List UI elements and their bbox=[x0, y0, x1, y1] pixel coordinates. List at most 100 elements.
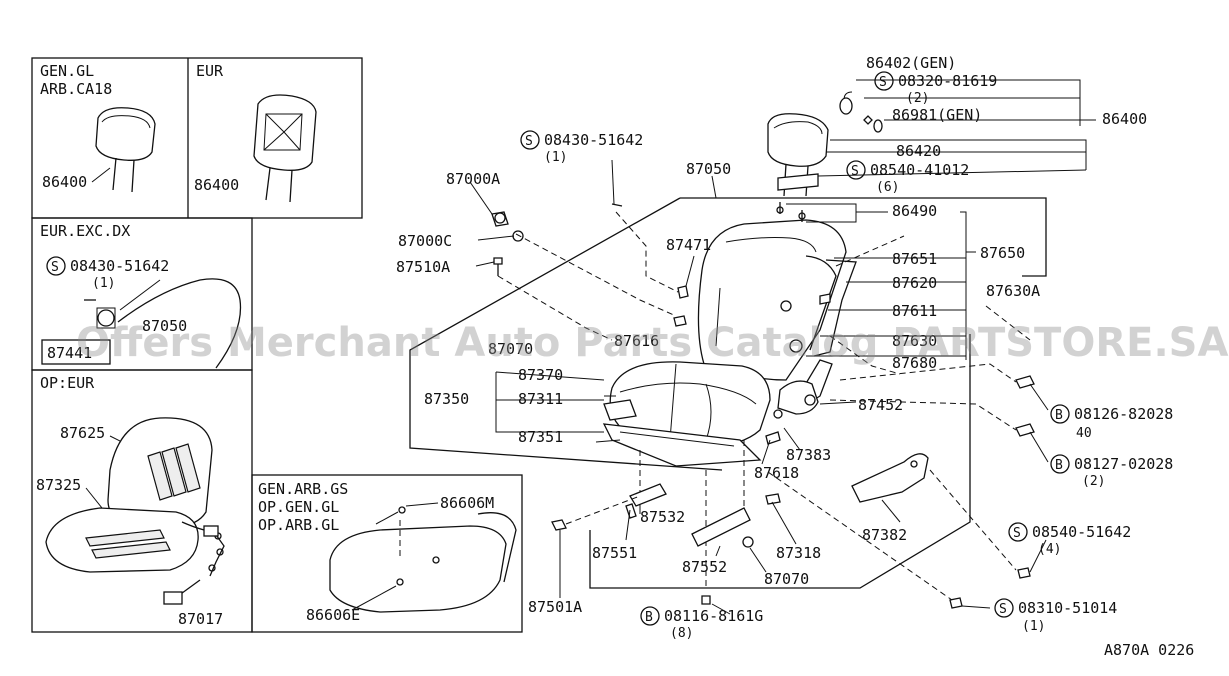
label-87452: 87452 bbox=[858, 396, 903, 414]
label-86981: 86981(GEN) bbox=[892, 106, 982, 124]
leader-gen-gl bbox=[91, 167, 111, 183]
leader-inset-87050 bbox=[119, 279, 161, 311]
label-08310-qty: (1) bbox=[1022, 619, 1045, 634]
footer-code: A870A 0226 bbox=[1104, 641, 1194, 659]
inset-knob bbox=[97, 309, 115, 327]
label-87551: 87551 bbox=[592, 544, 637, 562]
frame-87650-group bbox=[680, 197, 1047, 277]
label-86606e: 86606E bbox=[306, 606, 360, 624]
label-08127: 08127-02028 bbox=[1074, 455, 1173, 473]
label-87680: 87680 bbox=[892, 354, 937, 372]
label-87311: 87311 bbox=[518, 390, 563, 408]
gen-arb-cushion bbox=[329, 525, 507, 613]
main-headrest bbox=[767, 113, 829, 167]
label-08540b-qty: (4) bbox=[1038, 542, 1061, 557]
label-87651: 87651 bbox=[892, 250, 937, 268]
frame-bottom bbox=[589, 334, 971, 589]
label-87000a: 87000A bbox=[446, 170, 500, 188]
inset-eur: EUR 86400 bbox=[194, 62, 317, 203]
hook-87618 bbox=[765, 431, 781, 445]
label-08320-qty: (2) bbox=[906, 91, 929, 106]
gen-arb-bolster bbox=[477, 512, 517, 583]
bolt-08126 bbox=[1015, 375, 1035, 389]
inset-gen-gl: GEN.GL ARB.CA18 86400 bbox=[40, 62, 156, 193]
inset-seatback-outline bbox=[117, 278, 242, 369]
label-08540a: 08540-41012 bbox=[870, 161, 969, 179]
label-87510a: 87510A bbox=[396, 258, 450, 276]
inset-eur-title: EUR bbox=[196, 62, 224, 80]
label-inset-screw: 08430-51642 bbox=[70, 257, 169, 275]
label-08127-qty: (2) bbox=[1082, 474, 1105, 489]
op-heater-strips-seat bbox=[85, 529, 171, 559]
leader-86490 bbox=[786, 203, 857, 223]
label-gen-gl-part: 86400 bbox=[42, 173, 87, 191]
bolt-08127 bbox=[1015, 423, 1035, 437]
label-87382: 87382 bbox=[862, 526, 907, 544]
svg-text:B: B bbox=[1055, 458, 1063, 473]
inset-eur-exc-title: EUR.EXC.DX bbox=[40, 222, 130, 240]
svg-text:S: S bbox=[851, 164, 859, 179]
label-86402: 86402(GEN) bbox=[866, 54, 956, 72]
op-connector bbox=[203, 525, 219, 537]
leader-86420 bbox=[830, 139, 1087, 170]
headrest-guide bbox=[777, 173, 819, 191]
leader-87650-bracket bbox=[960, 211, 967, 360]
inset-gen-arb-title-3: OP.ARB.GL bbox=[258, 516, 339, 534]
label-87070a: 87070 bbox=[488, 340, 533, 358]
label-inset-screw-qty: (1) bbox=[92, 276, 115, 291]
svg-text:B: B bbox=[645, 610, 653, 625]
headrest-eur-post-l bbox=[265, 167, 271, 201]
label-87616: 87616 bbox=[614, 332, 659, 350]
pin-87510a bbox=[493, 257, 503, 265]
label-86490: 86490 bbox=[892, 202, 937, 220]
inset-boxes bbox=[31, 57, 523, 633]
label-87050: 87050 bbox=[686, 160, 731, 178]
labels: 86402(GEN) S 08320-81619 (2) 86981(GEN) … bbox=[396, 54, 1194, 659]
watermark-text: Offers Merchant Auto Parts Catalog PARTS… bbox=[76, 320, 1228, 366]
svg-text:S: S bbox=[879, 75, 887, 90]
frame-seat-left bbox=[409, 197, 723, 471]
label-08310: 08310-51014 bbox=[1018, 599, 1117, 617]
op-heater-strips-back bbox=[147, 443, 201, 501]
label-87650: 87650 bbox=[980, 244, 1025, 262]
label-87370: 87370 bbox=[518, 366, 563, 384]
label-87351: 87351 bbox=[518, 428, 563, 446]
seatback-pad bbox=[697, 219, 847, 381]
svg-text:S: S bbox=[525, 134, 533, 149]
recliner-87452 bbox=[777, 380, 819, 415]
bolt-08116 bbox=[701, 595, 711, 605]
leader-86402 bbox=[856, 79, 1081, 126]
screw-08540b bbox=[1017, 567, 1031, 579]
screw-symbol-s-inset bbox=[46, 256, 66, 276]
svg-text:S: S bbox=[999, 602, 1007, 617]
label-87325: 87325 bbox=[36, 476, 81, 494]
leader-86606m bbox=[405, 502, 439, 507]
inset-gen-arb-title-1: GEN.ARB.GS bbox=[258, 480, 348, 498]
label-87318: 87318 bbox=[776, 544, 821, 562]
label-87501a: 87501A bbox=[528, 598, 582, 616]
clip-87070 bbox=[742, 536, 754, 548]
label-87630a: 87630A bbox=[986, 282, 1040, 300]
label-08320: 08320-81619 bbox=[898, 72, 997, 90]
label-87070b: 87070 bbox=[764, 570, 809, 588]
headrest-contour-gl bbox=[101, 115, 151, 129]
label-86420: 86420 bbox=[896, 142, 941, 160]
inset-op-eur-title: OP:EUR bbox=[40, 374, 95, 392]
label-08116-qty: (8) bbox=[670, 626, 693, 641]
label-08430: 08430-51642 bbox=[544, 131, 643, 149]
clip-86981 bbox=[873, 119, 883, 133]
main-assembly bbox=[409, 79, 1096, 615]
rail-87551 bbox=[629, 483, 667, 507]
label-87000c: 87000C bbox=[398, 232, 452, 250]
label-87532: 87532 bbox=[640, 508, 685, 526]
label-87383: 87383 bbox=[786, 446, 831, 464]
cap-87501a bbox=[551, 519, 567, 531]
headrest-post-r bbox=[131, 159, 135, 193]
inset-knob-frame bbox=[96, 307, 116, 329]
label-87017: 87017 bbox=[178, 610, 223, 628]
leader-08540a bbox=[817, 169, 1087, 177]
cushion-hook-87311 bbox=[603, 399, 637, 421]
headrest-shape-gl bbox=[95, 107, 156, 161]
